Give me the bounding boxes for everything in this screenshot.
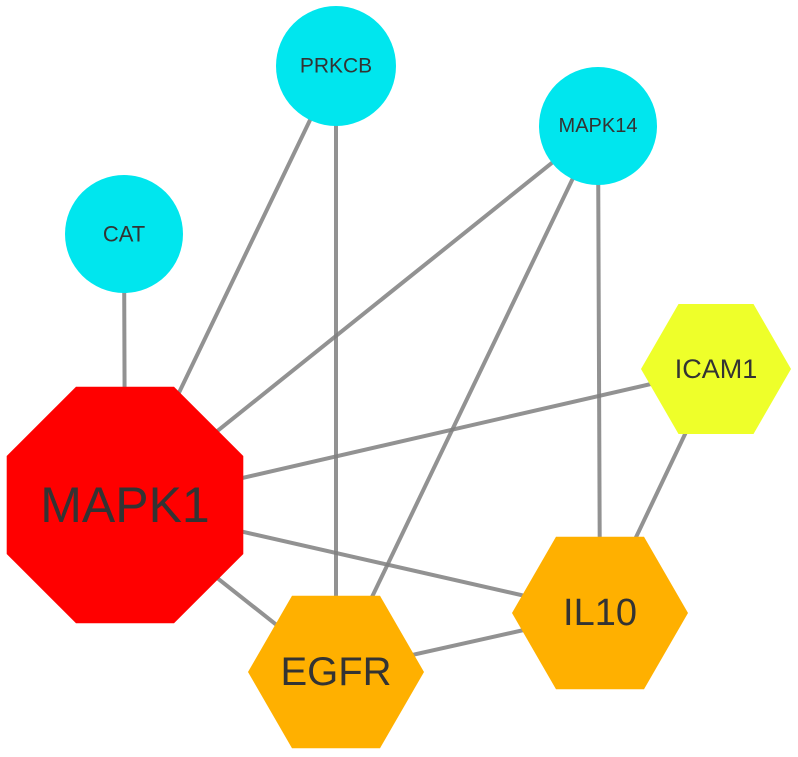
node-prkcb[interactable]: PRKCB [276,6,396,126]
node-label-il10: IL10 [563,592,637,634]
node-cat[interactable]: CAT [65,175,183,293]
node-egfr[interactable]: EGFR [248,595,424,749]
node-label-icam1: ICAM1 [675,354,758,384]
node-mapk1[interactable]: MAPK1 [6,386,244,624]
node-mapk1-octagon [6,386,244,624]
node-icam1-hexagon [641,304,791,434]
node-egfr-hexagon [248,595,424,749]
node-label-cat: CAT [103,222,145,247]
node-label-egfr: EGFR [280,650,391,694]
node-prkcb-circle [276,6,396,126]
node-label-mapk14: MAPK14 [559,115,638,137]
node-mapk14-circle [539,67,657,185]
node-cat-circle [65,175,183,293]
node-il10[interactable]: IL10 [512,536,688,690]
edge-il10-mapk14 [596,124,602,615]
node-label-prkcb: PRKCB [300,55,372,78]
node-il10-hexagon [512,536,688,690]
node-icam1[interactable]: ICAM1 [641,304,791,434]
edge-egfr-mapk14 [334,124,600,674]
node-mapk14[interactable]: MAPK14 [539,67,657,185]
node-label-mapk1: MAPK1 [40,477,210,533]
